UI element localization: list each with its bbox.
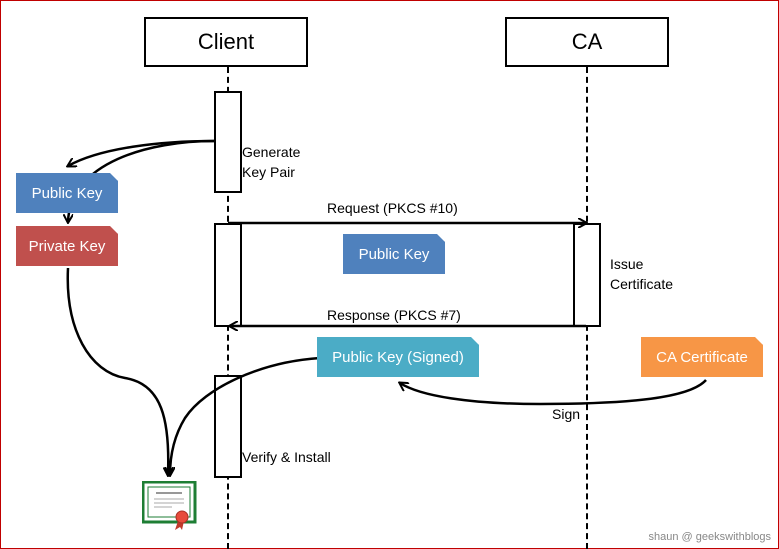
- sign-label: Sign: [552, 406, 581, 422]
- response-label: Response (PKCS #7): [327, 307, 461, 323]
- request-public-key-note: Public Key: [343, 234, 445, 274]
- sign-arrow: [400, 379, 707, 406]
- ca-certificate-note: CA Certificate: [641, 337, 763, 377]
- verify-install-label: Verify & Install: [242, 449, 331, 465]
- issue-certificate-label: Issue Certificate: [610, 254, 673, 294]
- generate-activation: [214, 91, 242, 193]
- signed-public-key-note: Public Key (Signed): [317, 337, 479, 377]
- private-key-note: Private Key: [16, 226, 118, 266]
- issue-label-line2: Certificate: [610, 276, 674, 292]
- signed-key-to-cert-arrow: [170, 356, 321, 475]
- generate-to-public-arrow: [68, 139, 215, 166]
- issue-label-line1: Issue: [610, 256, 644, 272]
- verify-activation: [214, 375, 242, 478]
- generate-label: Generate Key Pair: [242, 142, 300, 182]
- generate-label-line1: Generate: [242, 144, 301, 160]
- ca-activation: [573, 223, 601, 327]
- public-key-note: Public Key: [16, 173, 118, 213]
- client-actor: Client: [144, 17, 308, 67]
- request-label: Request (PKCS #10): [327, 200, 458, 216]
- request-activation: [214, 223, 242, 327]
- credit-text: shaun @ geekswithblogs: [648, 531, 771, 543]
- generate-label-line2: Key Pair: [242, 164, 295, 180]
- ca-actor: CA: [505, 17, 669, 67]
- certificate-icon: [142, 481, 197, 530]
- private-key-to-cert-arrow: [66, 267, 169, 475]
